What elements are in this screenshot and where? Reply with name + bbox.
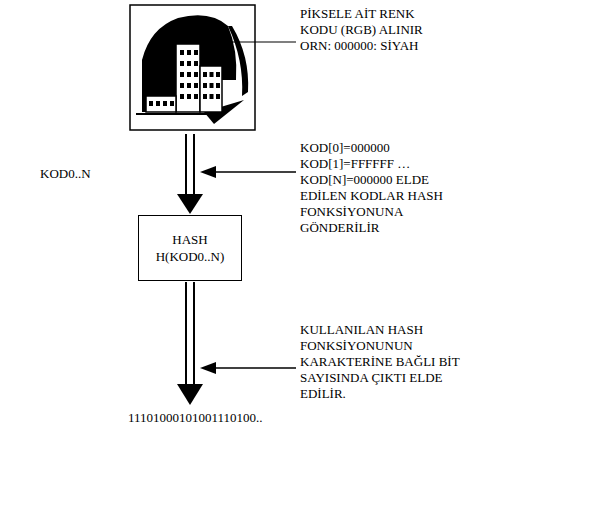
leader-line (164, 41, 296, 42)
callout-note: PİKSELE AİT RENK KODU (RGB) ALINIR ORN: … (300, 6, 450, 54)
callout-note: KOD[0]=000000 KOD[1]=FFFFFF … KOD[N]=000… (300, 140, 450, 236)
data-label: KOD0..N (40, 166, 120, 182)
building-logo (136, 15, 248, 124)
double-arrow (177, 282, 203, 405)
double-arrow (177, 134, 203, 214)
box-title: HASH (172, 231, 207, 248)
output-bits: 11101000101001110100.. (128, 410, 328, 426)
box-formula: H(KOD0..N) (156, 248, 225, 265)
process-box: HASHH(KOD0..N) (138, 215, 242, 281)
leader-arrow (200, 166, 296, 178)
callout-note: KULLANILAN HASH FONKSİYONUNUN KARAKTERİN… (300, 322, 470, 402)
image-frame (130, 5, 255, 130)
leader-arrow (200, 362, 296, 374)
